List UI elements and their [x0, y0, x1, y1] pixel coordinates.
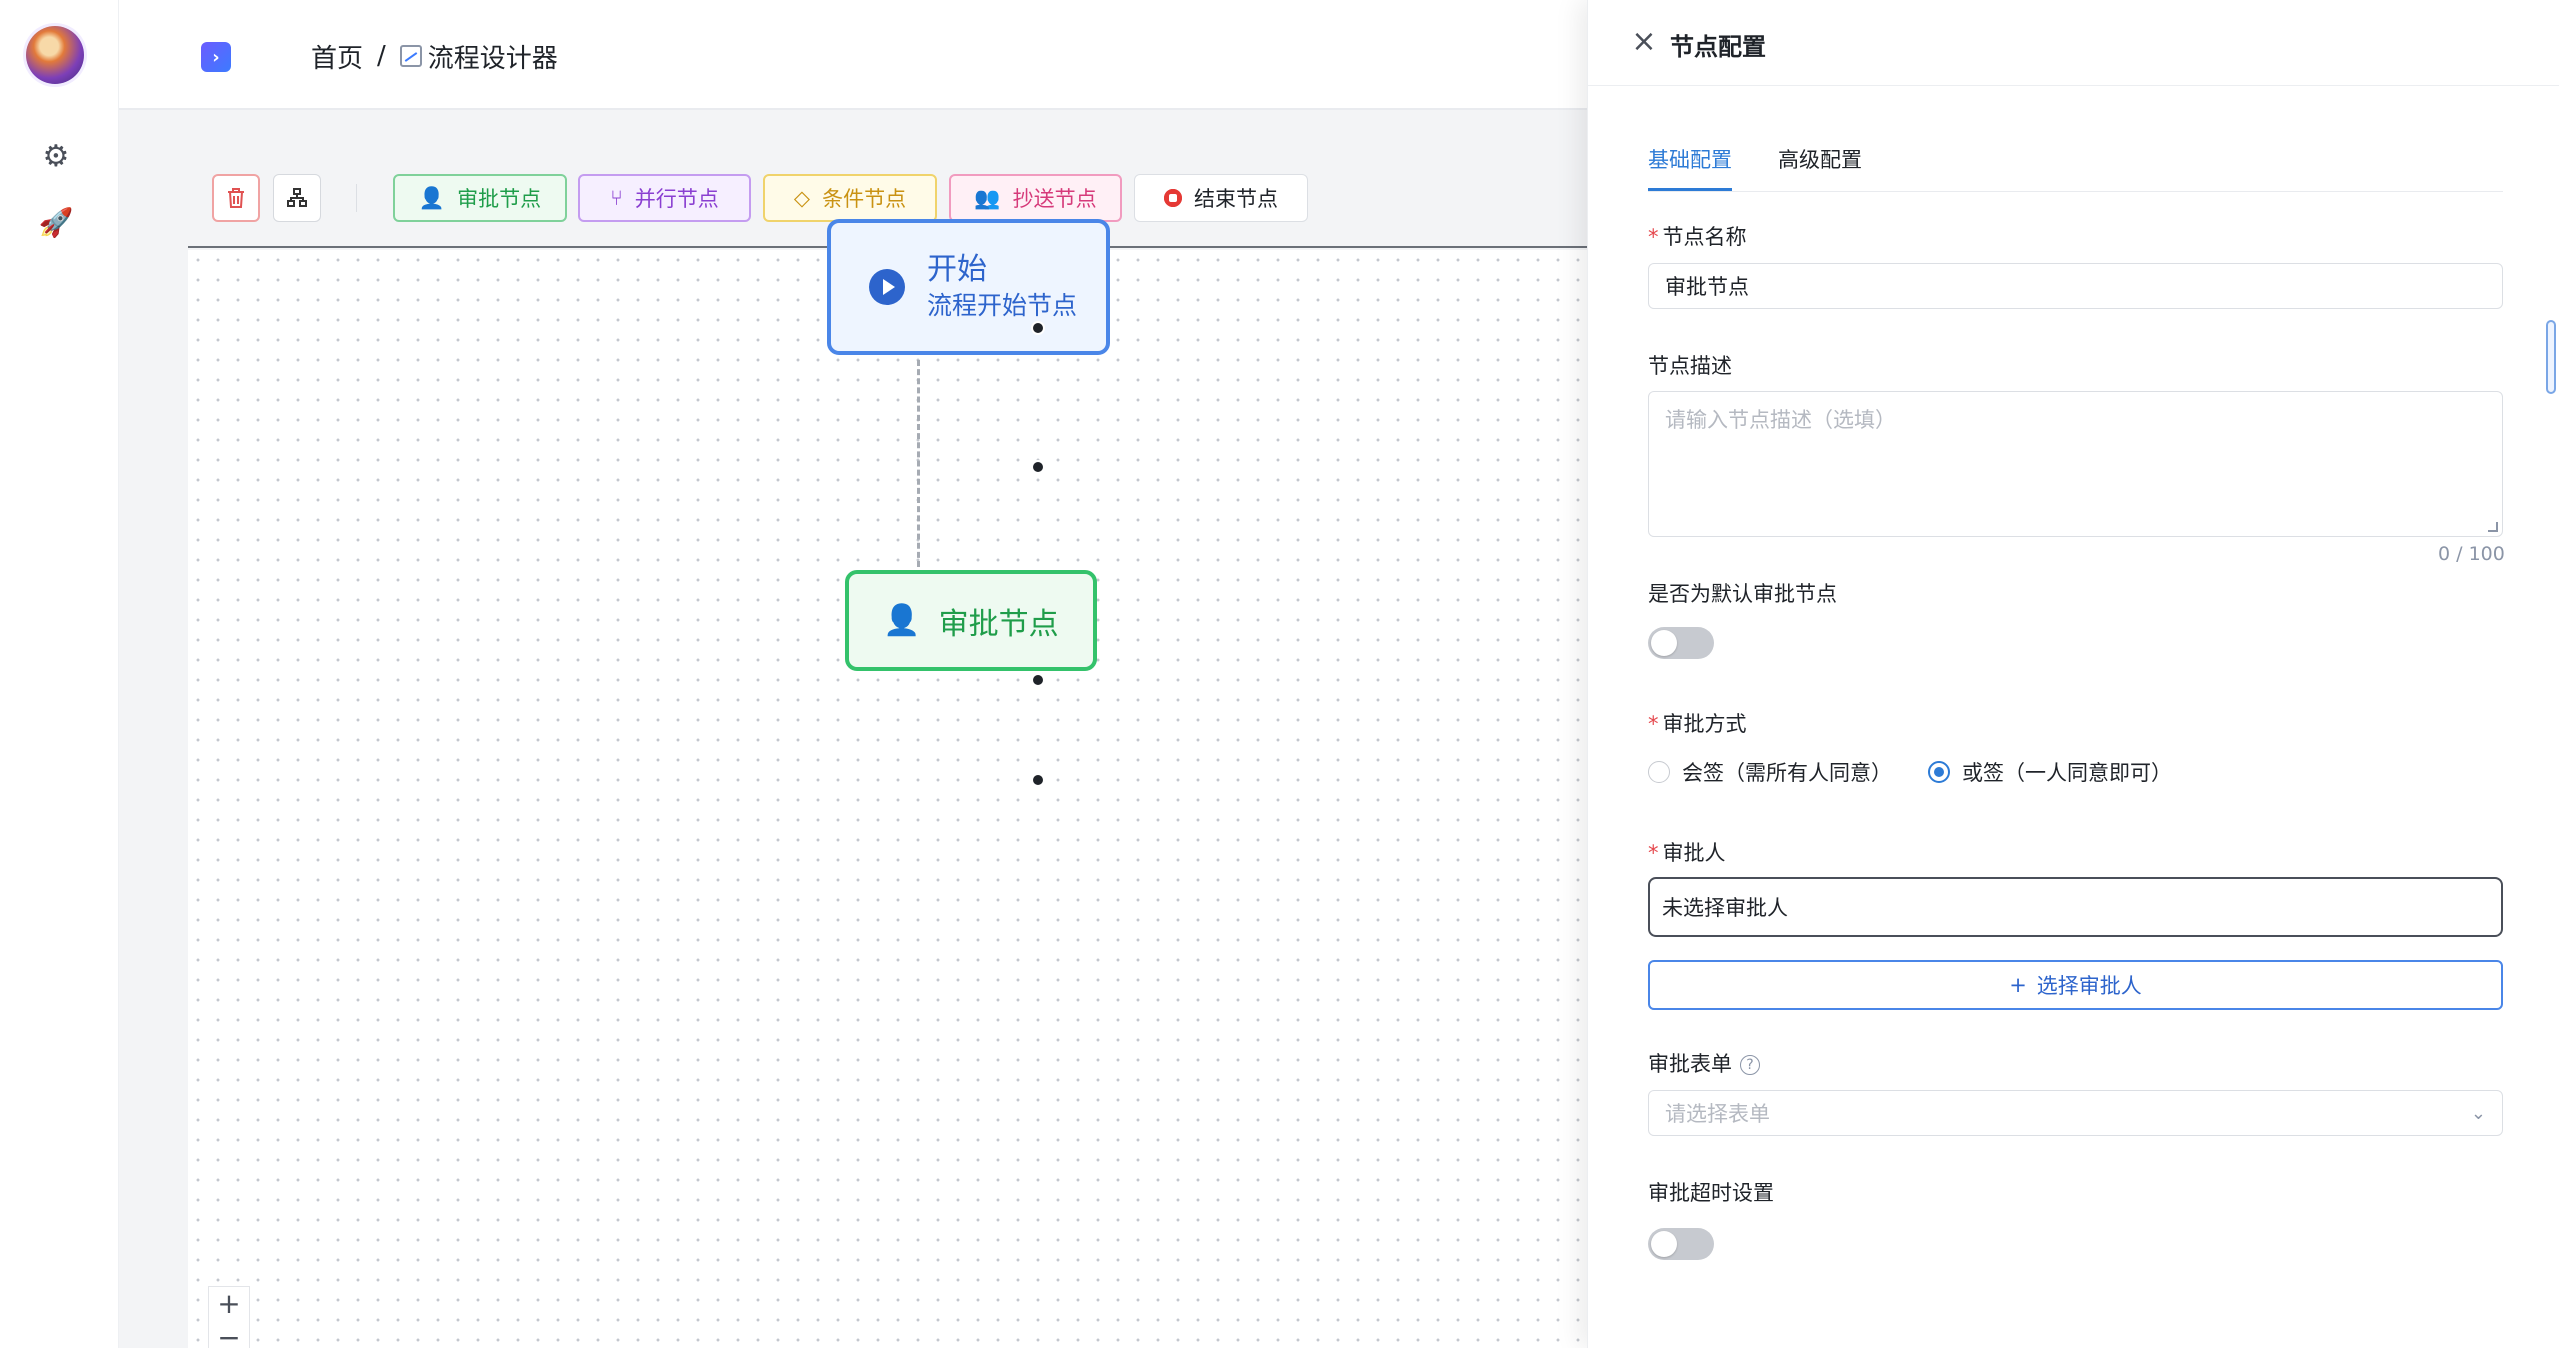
flow-edge[interactable]: [917, 360, 920, 567]
auto-layout-button[interactable]: [273, 174, 321, 222]
start-node-subtitle: 流程开始节点: [927, 291, 1078, 320]
plus-icon: +: [2009, 973, 2027, 997]
node-desc-label: 节点描述: [1648, 354, 1732, 378]
radio-or-sign-label: 或签（一人同意即可）: [1962, 761, 2172, 785]
radio-or-sign-dot[interactable]: [1928, 761, 1950, 783]
tab-advanced-config[interactable]: 高级配置: [1778, 148, 1862, 172]
zoom-controls: + −: [208, 1286, 250, 1348]
org-layout-icon: [287, 188, 307, 207]
breadcrumb-home[interactable]: 首页: [311, 43, 364, 74]
radio-countersign-dot[interactable]: [1648, 761, 1670, 783]
timeout-switch[interactable]: [1648, 1228, 1714, 1260]
chevron-down-icon: ⌄: [2470, 1102, 2486, 1124]
breadcrumb-separator: /: [377, 41, 386, 71]
default-approve-label: 是否为默认审批节点: [1648, 582, 1837, 606]
users-icon: 👥: [974, 185, 1001, 210]
add-end-node-button[interactable]: 结束节点: [1134, 174, 1308, 222]
toolbar-divider: [356, 184, 357, 212]
flow-canvas-grid[interactable]: [188, 250, 1587, 1348]
sidebar: ⚙ 🚀: [0, 0, 119, 1348]
zoom-out-button[interactable]: −: [217, 1321, 241, 1348]
help-icon[interactable]: ?: [1740, 1055, 1760, 1075]
designer-toolbar: 👤 审批节点 ⑂ 并行节点 ◇ 条件节点 👥 抄送节点 结束节点: [188, 140, 1587, 248]
approve-form-placeholder: 请选择表单: [1665, 1102, 1770, 1126]
resize-handle[interactable]: [2488, 522, 2498, 532]
approve-mode-label: *审批方式: [1648, 712, 1747, 736]
radio-or-sign[interactable]: 或签（一人同意即可）: [1928, 757, 2172, 787]
add-cc-node-label: 抄送节点: [1012, 187, 1097, 211]
select-approver-label: 选择审批人: [2036, 974, 2142, 998]
radio-countersign[interactable]: 会签（需所有人同意）: [1648, 757, 1892, 787]
app-logo[interactable]: [26, 26, 84, 84]
node-name-label: *节点名称: [1648, 225, 1747, 249]
node-desc-textarea[interactable]: 请输入节点描述（选填）: [1648, 391, 2503, 537]
desc-char-counter: 0 / 100: [2438, 543, 2505, 565]
user-check-icon: 👤: [418, 185, 446, 210]
drawer-title: 节点配置: [1670, 33, 1766, 61]
approve-form-label: 审批表单?: [1648, 1048, 1760, 1078]
node-name-input[interactable]: 审批节点: [1648, 263, 2503, 309]
approve-node[interactable]: 👤 审批节点: [845, 570, 1097, 671]
start-node-bottom-handle[interactable]: [1031, 460, 1045, 474]
approve-form-select[interactable]: 请选择表单 ⌄: [1648, 1090, 2503, 1136]
trash-icon: [228, 188, 244, 208]
add-end-node-label: 结束节点: [1194, 187, 1278, 211]
gear-icon[interactable]: ⚙: [42, 138, 70, 174]
radio-countersign-label: 会签（需所有人同意）: [1682, 761, 1892, 785]
close-icon[interactable]: ×: [1631, 24, 1657, 59]
fork-icon: ⑂: [610, 186, 623, 210]
breadcrumb: 首页 / 流程设计器: [311, 38, 558, 74]
rocket-icon[interactable]: 🚀: [38, 205, 74, 239]
add-approve-node-button[interactable]: 👤 审批节点: [393, 174, 567, 222]
approve-mode-radio-group: 会签（需所有人同意） 或签（一人同意即可）: [1648, 757, 2208, 787]
add-parallel-node-button[interactable]: ⑂ 并行节点: [578, 174, 751, 222]
approve-node-label: 审批节点: [938, 606, 1059, 642]
node-config-drawer: × 节点配置 基础配置 高级配置 *节点名称 审批节点 节点描述 请输入节点描述…: [1587, 0, 2559, 1348]
breadcrumb-current: 流程设计器: [427, 43, 558, 74]
approve-node-bottom-handle[interactable]: [1031, 773, 1045, 787]
add-parallel-node-label: 并行节点: [634, 187, 719, 211]
config-tabs: 基础配置 高级配置: [1648, 140, 2503, 192]
approver-display[interactable]: 未选择审批人: [1648, 877, 2503, 937]
tab-basic-config[interactable]: 基础配置: [1648, 144, 1732, 191]
play-icon: [869, 269, 905, 305]
default-approve-switch[interactable]: [1648, 627, 1714, 659]
approve-node-top-handle[interactable]: [1031, 673, 1045, 687]
timeout-label: 审批超时设置: [1648, 1181, 1774, 1205]
start-node[interactable]: 开始 流程开始节点: [827, 219, 1110, 355]
drawer-header: × 节点配置: [1588, 0, 2559, 86]
user-check-icon: 👤: [883, 603, 921, 638]
stop-icon: [1164, 189, 1182, 207]
top-header: › 首页 / 流程设计器: [119, 0, 1587, 110]
approver-label: *审批人: [1648, 841, 1726, 865]
start-node-top-handle[interactable]: [1031, 321, 1045, 335]
drawer-scrollbar[interactable]: [2546, 320, 2556, 394]
start-node-title: 开始: [927, 252, 987, 287]
select-approver-button[interactable]: + 选择审批人: [1648, 960, 2503, 1010]
delete-button[interactable]: [212, 174, 260, 222]
diamond-icon: ◇: [793, 186, 811, 210]
chart-icon: [399, 45, 422, 67]
add-approve-node-label: 审批节点: [457, 187, 542, 211]
sidebar-toggle-button[interactable]: ›: [201, 42, 231, 72]
add-condition-node-label: 条件节点: [822, 187, 907, 211]
zoom-in-button[interactable]: +: [217, 1287, 241, 1320]
add-cc-node-button[interactable]: 👥 抄送节点: [949, 174, 1122, 222]
add-condition-node-button[interactable]: ◇ 条件节点: [763, 174, 937, 222]
